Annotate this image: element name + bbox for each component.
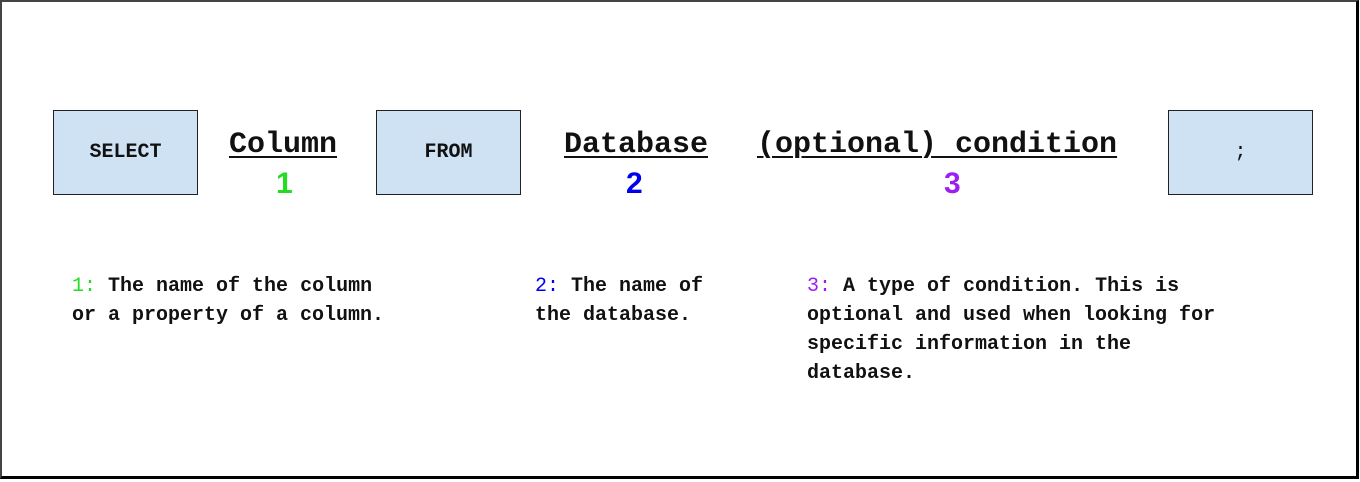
condition-term: (optional) condition <box>757 128 1118 162</box>
description-2: 2: The name of the database. <box>535 272 703 330</box>
from-keyword-box: FROM <box>376 110 521 195</box>
column-term: Column <box>229 128 338 162</box>
description-3: 3: A type of condition. This is optional… <box>807 272 1215 388</box>
select-keyword-box: SELECT <box>53 110 198 195</box>
description-2-text: The name of the database. <box>535 275 704 327</box>
condition-marker: 3 <box>944 167 961 200</box>
description-3-key: 3: <box>807 275 832 298</box>
terminator-box: ; <box>1168 110 1313 195</box>
column-marker: 1 <box>276 167 293 200</box>
terminator: ; <box>1234 141 1247 164</box>
description-2-key: 2: <box>535 275 560 298</box>
description-1: 1: The name of the column or a property … <box>72 272 384 330</box>
description-1-text: The name of the column or a property of … <box>72 275 385 327</box>
description-1-key: 1: <box>72 275 97 298</box>
from-keyword: FROM <box>424 141 473 164</box>
database-marker: 2 <box>626 167 643 200</box>
database-term: Database <box>564 128 709 162</box>
select-keyword: SELECT <box>89 141 162 164</box>
description-3-text: A type of condition. This is optional an… <box>807 275 1216 385</box>
